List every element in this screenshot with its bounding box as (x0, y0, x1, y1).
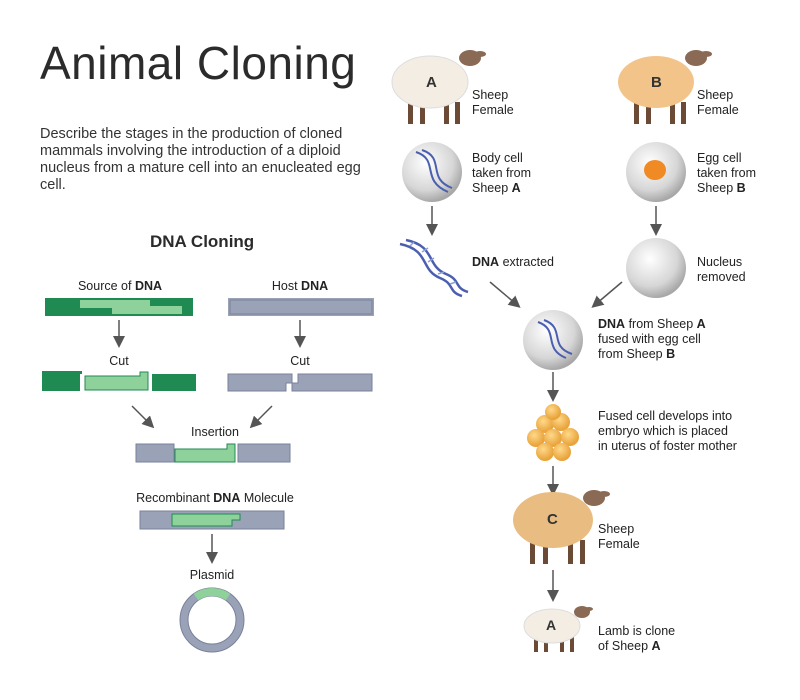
body-cell (402, 142, 462, 202)
sheep-a-illustration (391, 50, 486, 124)
dna-extracted-label: DNA extracted (472, 255, 554, 269)
lamb-letter: A (546, 617, 557, 633)
arrow-dna-to-fusion (489, 281, 521, 308)
embryo (527, 404, 579, 461)
sheep-b-illustration (618, 50, 712, 124)
source-dna-label: Source of DNA (77, 279, 163, 293)
source-dna-cut (42, 371, 196, 391)
source-dna-strand (45, 298, 193, 316)
plasmid-label: Plasmid (189, 568, 235, 582)
host-dna-label: Host DNA (271, 279, 329, 293)
cut-label-source: Cut (109, 354, 129, 368)
egg-cell-label: Egg cell taken from Sheep B (697, 151, 757, 195)
host-dna-strand (228, 298, 374, 316)
dna-helix (399, 238, 469, 298)
lamb-label: Lamb is clone of Sheep A (598, 624, 676, 653)
fused-cell (523, 310, 583, 370)
sheep-c-letter: C (547, 511, 558, 528)
inserted-dna (135, 443, 291, 463)
sheep-a-letter: A (426, 74, 437, 91)
lamb-illustration (523, 606, 593, 652)
insertion-label: Insertion (191, 425, 239, 439)
sheep-c-illustration (513, 490, 610, 564)
cut-label-host: Cut (290, 354, 310, 368)
enucleated-cell (626, 238, 686, 298)
egg-cell (626, 142, 686, 202)
body-cell-label: Body cell taken from Sheep A (472, 151, 532, 195)
arrow-cell-to-fusion (591, 281, 623, 308)
intro-text: Describe the stages in the production of… (40, 126, 361, 193)
plasmid-ring (179, 587, 245, 653)
arrow-host-insertion (249, 405, 273, 429)
arrow-source-insertion (131, 405, 155, 429)
fused-cell-label: DNA from Sheep A fused with egg cell fro… (598, 317, 706, 361)
embryo-label: Fused cell develops into embryo which is… (598, 409, 737, 453)
recombinant-dna-molecule (139, 510, 285, 530)
sheep-b-letter: B (651, 74, 662, 91)
recombinant-label: Recombinant DNA Molecule (136, 491, 294, 505)
dna-cloning-title: DNA Cloning (150, 232, 255, 251)
host-dna-cut (227, 373, 373, 392)
page-title: Animal Cloning (40, 37, 357, 89)
